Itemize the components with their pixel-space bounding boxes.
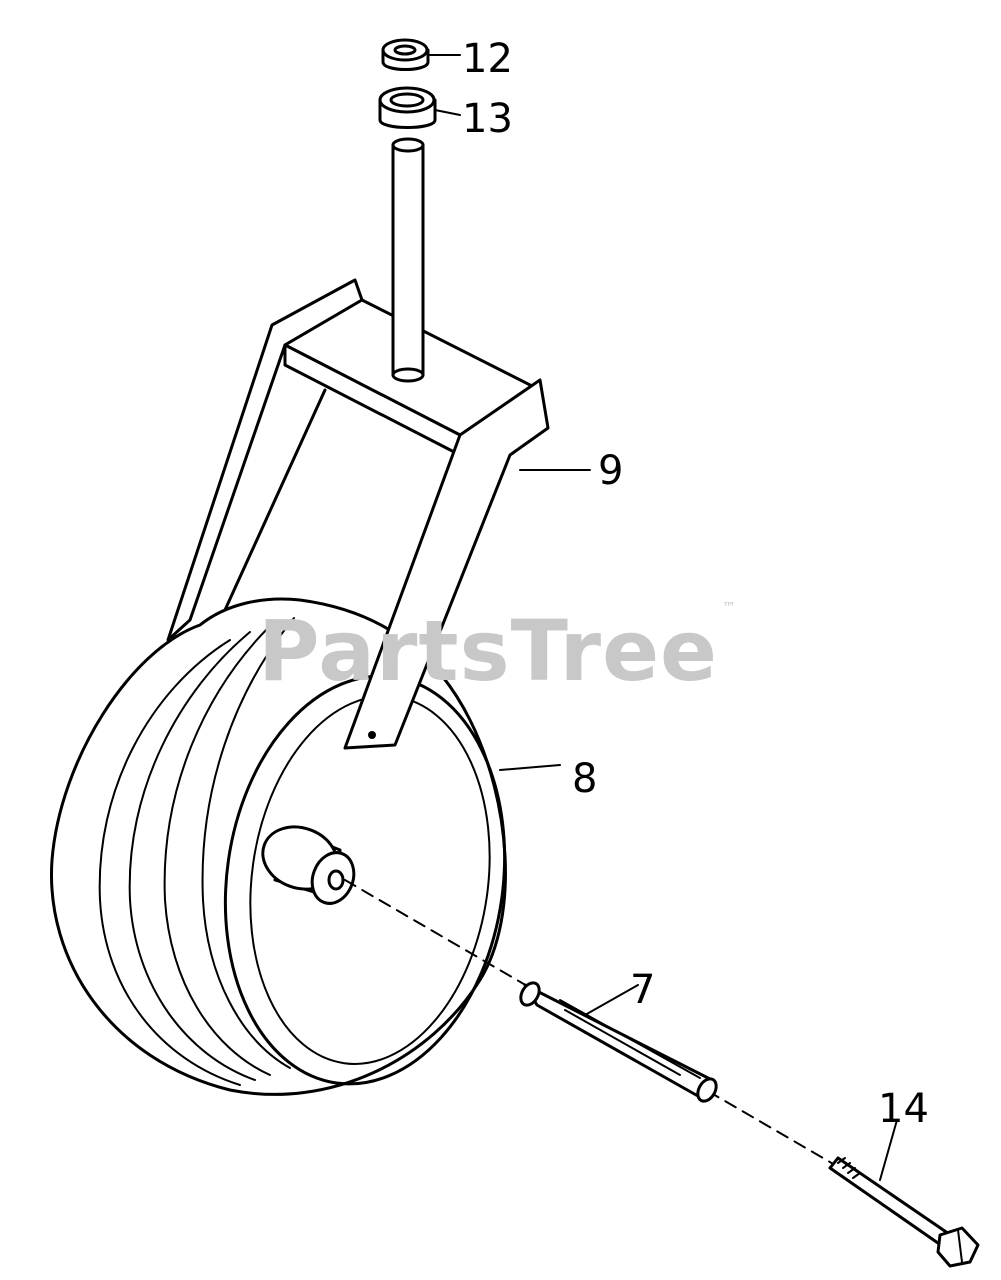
callout-7: 7 xyxy=(630,967,655,1013)
watermark-text: PartsTree xyxy=(258,602,718,700)
bolt-part-14 xyxy=(828,1156,980,1268)
spindle-stem xyxy=(391,137,425,383)
tire-part-8 xyxy=(49,597,507,1096)
nut-part-12 xyxy=(381,38,430,71)
callout-9: 9 xyxy=(598,448,623,494)
callout-12: 12 xyxy=(462,36,513,82)
callout-8: 8 xyxy=(572,756,597,802)
bushing-part-13 xyxy=(378,86,437,129)
callout-14: 14 xyxy=(878,1086,929,1132)
leader-lines xyxy=(427,54,898,1181)
spacer-part-7 xyxy=(519,981,718,1103)
callout-13: 13 xyxy=(462,96,513,142)
watermark: PartsTree ™ xyxy=(258,600,736,700)
watermark-trademark: ™ xyxy=(722,600,736,616)
